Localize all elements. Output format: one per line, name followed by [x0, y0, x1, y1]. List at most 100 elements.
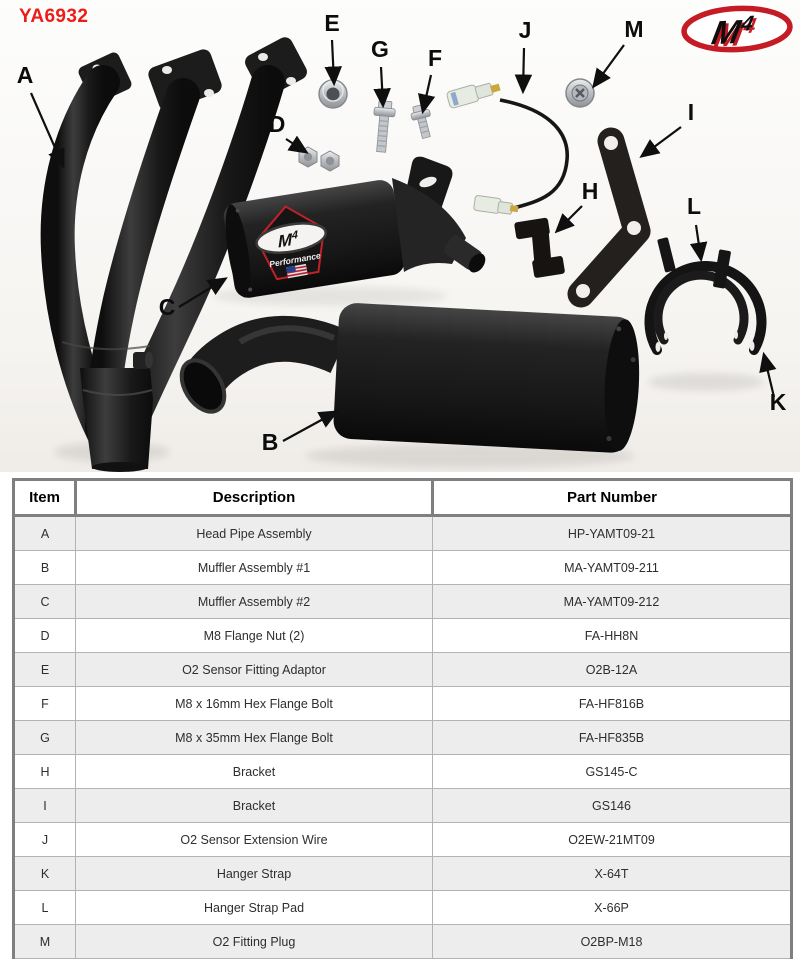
cell-description: M8 Flange Nut (2) — [75, 618, 433, 653]
callout-letter-c: C — [159, 294, 176, 320]
bracket-gs146 — [567, 127, 651, 308]
callout-arrow-l — [689, 224, 708, 263]
callout-arrow-k — [759, 351, 777, 398]
cell-description: Hanger Strap Pad — [75, 890, 433, 925]
cell-part-number: GS145-C — [432, 754, 792, 789]
callout-arrow-j — [514, 47, 533, 95]
callout-letter-m: M — [624, 16, 643, 42]
cell-part-number: GS146 — [432, 788, 792, 823]
callout-arrow-c — [178, 277, 228, 308]
cell-part-number: O2EW-21MT09 — [432, 822, 792, 857]
cell-item: B — [13, 550, 76, 585]
cell-description: M8 x 16mm Hex Flange Bolt — [75, 686, 433, 721]
callout-letter-a: A — [17, 62, 34, 88]
cell-item: H — [13, 754, 76, 789]
cell-description: O2 Sensor Extension Wire — [75, 822, 433, 857]
bracket-gs145 — [514, 217, 565, 278]
photo-shadows — [54, 286, 764, 468]
cell-description: Bracket — [75, 754, 433, 789]
cell-item: A — [13, 515, 76, 551]
col-header-item: Item — [12, 478, 77, 517]
cell-part-number: O2B-12A — [432, 652, 792, 687]
cell-description: Head Pipe Assembly — [75, 515, 433, 551]
cell-part-number: MA-YAMT09-211 — [432, 550, 792, 585]
muffler-assembly-2: M4 Performance — [223, 156, 486, 298]
cell-part-number: FA-HF816B — [432, 686, 792, 721]
cell-description: M8 x 35mm Hex Flange Bolt — [75, 720, 433, 755]
parts-table-header: Item Description Part Number — [12, 478, 793, 517]
callout-letter-f: F — [428, 45, 442, 71]
callout-letter-l: L — [687, 193, 701, 219]
cell-item: I — [13, 788, 76, 823]
callout-arrow-d — [285, 135, 309, 154]
cell-description: Muffler Assembly #2 — [75, 584, 433, 619]
callout-letter-i: I — [688, 99, 694, 125]
decal-m4-text: M4 — [278, 229, 299, 252]
cell-description: O2 Fitting Plug — [75, 924, 433, 959]
product-code: YA6932 — [19, 6, 89, 27]
muffler-assembly-1 — [179, 303, 640, 453]
cell-description: Muffler Assembly #1 — [75, 550, 433, 585]
m4-logo-ellipse — [681, 5, 793, 53]
callout-letter-g: G — [371, 36, 389, 62]
o2-bung — [133, 352, 149, 369]
product-photo: M4 Performance — [0, 0, 800, 472]
callout-arrow-h — [554, 205, 583, 234]
hanger-strap — [644, 261, 767, 355]
cell-item: C — [13, 584, 76, 619]
cell-part-number: HP-YAMT09-21 — [432, 515, 792, 551]
cell-item: G — [13, 720, 76, 755]
cell-description: Bracket — [75, 788, 433, 823]
cell-part-number: FA-HH8N — [432, 618, 792, 653]
head-pipe-assembly — [40, 37, 307, 472]
cell-part-number: X-64T — [432, 856, 792, 891]
cell-item: E — [13, 652, 76, 687]
cell-description: Hanger Strap — [75, 856, 433, 891]
col-header-description: Description — [74, 478, 434, 517]
callout-arrow-a — [29, 92, 65, 170]
cell-item: K — [13, 856, 76, 891]
callout-letter-k: K — [770, 389, 787, 415]
col-header-part-number: Part Number — [431, 478, 793, 517]
m4-performance-decal: M4 Performance — [255, 205, 327, 281]
cell-part-number: MA-YAMT09-212 — [432, 584, 792, 619]
callout-letter-j: J — [519, 17, 532, 43]
callout-arrow-b — [282, 410, 339, 442]
callout-arrows — [29, 39, 777, 442]
cell-item: M — [13, 924, 76, 959]
cell-part-number: FA-HF835B — [432, 720, 792, 755]
collector — [80, 368, 153, 469]
o2-fitting-plug — [565, 78, 595, 108]
callout-arrow-f — [417, 74, 436, 115]
cell-item: F — [13, 686, 76, 721]
decal-flag — [286, 263, 308, 279]
hanger-strap-pad — [657, 237, 731, 289]
muffler1-inlet-opening — [179, 358, 227, 414]
cell-description: O2 Sensor Fitting Adaptor — [75, 652, 433, 687]
cell-item: D — [13, 618, 76, 653]
callout-letter-h: H — [582, 178, 599, 204]
cell-part-number: O2BP-M18 — [432, 924, 792, 959]
callout-arrow-i — [639, 126, 682, 158]
callout-letter-d: D — [269, 111, 286, 137]
cell-part-number: X-66P — [432, 890, 792, 925]
callout-arrow-e — [324, 39, 343, 87]
o2-sensor-extension-wire — [446, 82, 569, 215]
callout-letter-b: B — [262, 429, 279, 455]
m4-logo: M4 M4 — [681, 5, 793, 55]
cell-item: L — [13, 890, 76, 925]
parts-photo-canvas: M4 Performance — [0, 0, 800, 472]
